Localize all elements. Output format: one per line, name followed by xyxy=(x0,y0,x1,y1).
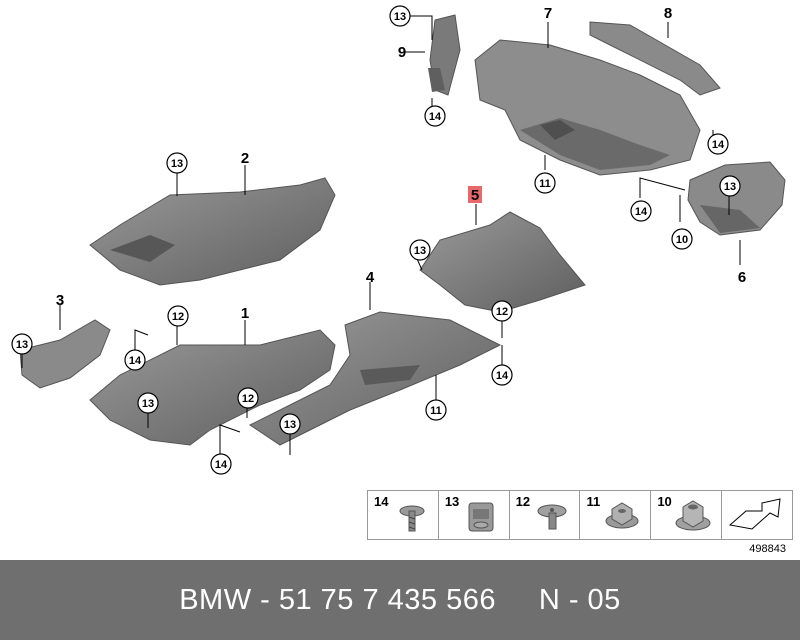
legend-item-10[interactable]: 10 xyxy=(651,491,723,539)
expanding-rivet-icon xyxy=(537,504,567,530)
callout-12[interactable]: 12 xyxy=(242,393,254,405)
callout-12[interactable]: 12 xyxy=(172,311,184,323)
callout-13[interactable]: 13 xyxy=(394,11,406,23)
callout-9[interactable]: 9 xyxy=(398,44,406,61)
callout-13[interactable]: 13 xyxy=(284,419,296,431)
hex-nut-icon xyxy=(605,502,639,529)
legend-number: 13 xyxy=(444,494,460,509)
leader-lines xyxy=(21,15,741,455)
part-9-bracket[interactable] xyxy=(428,14,461,96)
legend-number: 11 xyxy=(586,494,601,509)
fastener-legend: 14 13 12 11 10 xyxy=(367,490,793,540)
callout-10[interactable]: 10 xyxy=(676,234,688,246)
callout-13[interactable]: 13 xyxy=(414,245,426,257)
callout-14[interactable]: 14 xyxy=(635,206,648,218)
brand-label: BMW xyxy=(179,583,252,616)
callout-13[interactable]: 13 xyxy=(16,339,28,351)
highlight-box xyxy=(468,186,482,203)
part-1-panel[interactable] xyxy=(89,329,336,446)
part-3-cover[interactable] xyxy=(19,319,111,389)
collar-nut-icon xyxy=(675,500,711,531)
callout-14[interactable]: 14 xyxy=(712,139,725,151)
part-4-panel[interactable] xyxy=(249,311,502,446)
callout-11[interactable]: 11 xyxy=(430,405,442,417)
callout-8[interactable]: 8 xyxy=(664,5,672,22)
callout-7[interactable]: 7 xyxy=(544,5,552,22)
model-code: N - 05 xyxy=(538,583,621,616)
callout-14[interactable]: 14 xyxy=(129,355,142,367)
legend-item-14[interactable]: 14 xyxy=(368,491,439,539)
callout-11[interactable]: 11 xyxy=(539,178,551,190)
legend-number: 14 xyxy=(374,494,389,509)
callout-13[interactable]: 13 xyxy=(724,181,736,193)
callout-4[interactable]: 4 xyxy=(366,269,375,286)
part-5-panel[interactable] xyxy=(419,211,586,313)
part-6-cover[interactable] xyxy=(687,161,786,236)
callout-14[interactable]: 14 xyxy=(215,459,228,471)
diagram-id: 498843 xyxy=(749,543,786,555)
legend-number: 10 xyxy=(657,494,672,509)
screw-icon xyxy=(399,505,425,532)
clip-nut-icon xyxy=(468,502,494,532)
legend-item-12[interactable]: 12 xyxy=(510,491,581,539)
part-2-panel[interactable] xyxy=(89,177,336,286)
part-8-strip[interactable] xyxy=(589,21,721,96)
callout-14[interactable]: 14 xyxy=(496,370,509,382)
callout-5[interactable]: 5 xyxy=(471,187,479,204)
legend-item-arrow[interactable] xyxy=(722,491,792,539)
callout-14[interactable]: 14 xyxy=(429,111,442,123)
legend-number: 12 xyxy=(515,494,531,509)
part-number: 51 75 7 435 566 xyxy=(278,583,497,616)
callout-2[interactable]: 2 xyxy=(241,150,249,167)
callout-13[interactable]: 13 xyxy=(171,158,183,170)
callout-3[interactable]: 3 xyxy=(56,292,64,309)
callout-13[interactable]: 13 xyxy=(142,398,154,410)
parts-diagram: 7 8 9 2 5 6 4 3 1 13 14 14 11 13 xyxy=(11,5,786,475)
callout-6[interactable]: 6 xyxy=(738,269,746,286)
callout-12[interactable]: 12 xyxy=(496,306,508,318)
arrow-indicator-icon xyxy=(729,498,781,530)
legend-item-13[interactable]: 13 xyxy=(439,491,510,539)
part-7-panel[interactable] xyxy=(474,39,701,176)
part-number-banner: BMW - 51 75 7 435 566 N - 05 xyxy=(0,560,800,640)
callout-1[interactable]: 1 xyxy=(241,305,249,322)
legend-item-11[interactable]: 11 xyxy=(580,491,652,539)
